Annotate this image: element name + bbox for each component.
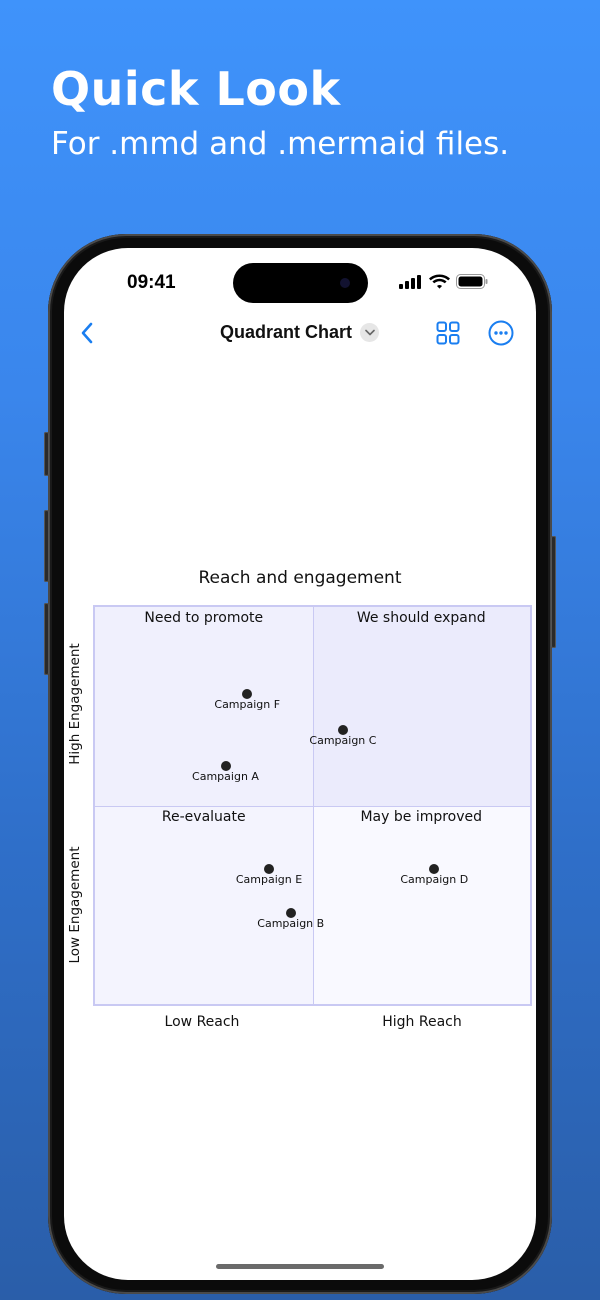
status-icons — [399, 274, 488, 294]
chevron-down-icon — [360, 323, 380, 342]
point-label: Campaign A — [192, 769, 259, 783]
title-menu-button[interactable]: Quadrant Chart — [220, 322, 380, 343]
chevron-left-icon — [81, 322, 93, 344]
x-axis-label-left: Low Reach — [164, 1014, 240, 1030]
volume-up-button — [44, 510, 49, 582]
volume-down-button — [44, 603, 49, 675]
hero-title: Quick Look — [51, 62, 341, 116]
point-label: Campaign C — [309, 734, 377, 748]
quadrant-label: Need to promote — [144, 610, 264, 626]
point-marker — [264, 864, 274, 875]
point-label: Campaign D — [400, 873, 469, 887]
quadrant-top-left: Need to promote — [95, 607, 313, 806]
battery-icon — [456, 274, 488, 294]
wifi-icon — [429, 274, 450, 294]
phone-screen: 09:41 — [64, 248, 536, 1280]
page-title: Quadrant Chart — [220, 322, 353, 342]
point-marker — [285, 907, 296, 918]
ellipsis-circle-icon — [488, 320, 514, 346]
point-label: Campaign F — [214, 698, 281, 712]
point-label: Campaign E — [235, 873, 303, 887]
point-marker — [242, 689, 253, 700]
quadrant-bottom-right: May be improved — [312, 805, 530, 1004]
quadrant-top-right: We should expand — [312, 607, 530, 806]
quadrant-label: We should expand — [356, 610, 486, 626]
back-button[interactable] — [76, 319, 100, 347]
quadrant-label: Re-evaluate — [161, 808, 246, 825]
camera-icon — [340, 278, 350, 288]
point-label: Campaign B — [257, 916, 325, 930]
point-marker — [337, 725, 348, 736]
more-options-button[interactable] — [488, 320, 514, 346]
chart-title: Reach and engagement — [198, 568, 402, 588]
quadrant-plot: Need to promote We should expand Re-eval… — [93, 605, 532, 1006]
hero-subtitle: For .mmd and .mermaid files. — [51, 126, 510, 162]
grid-icon — [436, 321, 460, 345]
power-button — [551, 536, 556, 648]
action-button — [44, 432, 49, 476]
cellular-signal-icon — [399, 274, 423, 294]
dynamic-island — [233, 263, 368, 303]
quadrant-bottom-left: Re-evaluate — [95, 805, 313, 1004]
y-axis-label-bottom: Low Engagement — [67, 846, 83, 964]
x-axis-label-right: High Reach — [382, 1014, 462, 1030]
home-indicator[interactable] — [216, 1264, 384, 1269]
status-time: 09:41 — [127, 272, 176, 293]
point-marker — [220, 760, 231, 771]
horizontal-divider — [95, 805, 530, 807]
grid-view-button[interactable] — [436, 321, 460, 345]
navigation-bar: Quadrant Chart — [64, 316, 536, 350]
point-marker — [429, 864, 440, 875]
y-axis-label-top: High Engagement — [67, 643, 83, 765]
quadrant-label: May be improved — [360, 808, 483, 825]
